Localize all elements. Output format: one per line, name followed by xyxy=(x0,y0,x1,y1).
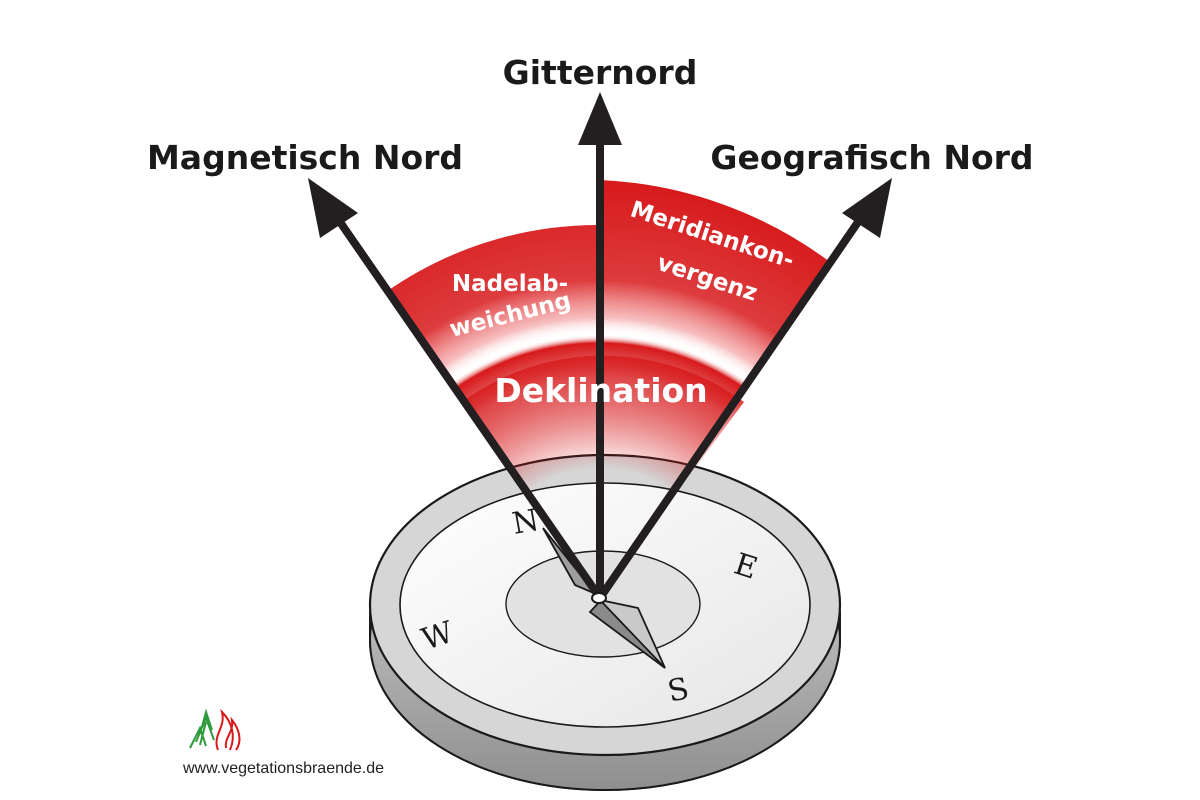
brand-logo xyxy=(189,708,241,751)
label-magnetic-north: Magnetisch Nord xyxy=(147,138,463,177)
compass-needle-south-body xyxy=(597,598,666,669)
arrow-grid-north-head xyxy=(578,92,622,145)
compass-pivot xyxy=(591,592,607,604)
label-geographic-north: Geografisch Nord xyxy=(710,138,1033,177)
footer-url[interactable]: www.vegetationsbraende.de xyxy=(182,760,384,777)
label-grid-north: Gitternord xyxy=(503,53,698,92)
compass: N E S W xyxy=(368,453,842,791)
arrow-geographic-north-shaft xyxy=(598,218,862,599)
arrow-geographic-north-head xyxy=(842,178,892,238)
label-needle-deviation: Nadelab- xyxy=(452,271,568,297)
label-needle-deviation-line1: Nadelab- xyxy=(452,271,568,297)
logo-flame-red xyxy=(215,708,241,751)
arrow-magnetic-north-shaft xyxy=(336,218,602,599)
arrow-magnetic-north-head xyxy=(308,178,358,238)
label-declination: Deklination xyxy=(494,371,707,410)
logo-tree-green xyxy=(189,708,215,749)
direction-arrows xyxy=(308,92,892,599)
